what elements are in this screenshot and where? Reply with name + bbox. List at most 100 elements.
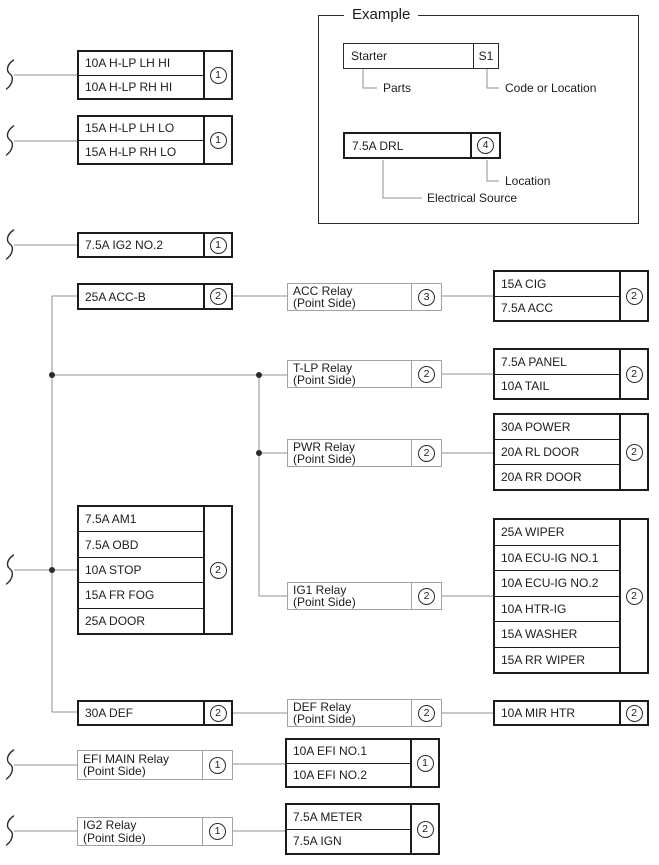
fuse-label: 30A POWER (501, 420, 571, 434)
location-column: 2 (411, 440, 441, 466)
location-column: 1 (203, 52, 231, 98)
fuse-label: 10A H-LP RH HI (85, 79, 173, 94)
fuse-row: 10A MIR HTR (495, 702, 621, 724)
location-badge: 2 (418, 365, 435, 383)
location-badge: 1 (209, 66, 227, 84)
power-source-icon (5, 59, 15, 90)
relay-label-line: T-LP Relay (293, 360, 353, 375)
fuse-label: 7.5A IGN (293, 834, 342, 849)
fuse-label: 10A EFI NO.1 (293, 744, 368, 759)
junction-dot (49, 567, 55, 573)
fuse-row: 10A HTR-IG (495, 597, 621, 622)
location-badge: 1 (209, 131, 227, 149)
power-source-icon (5, 229, 15, 260)
fuse-row: 15A CIG (495, 272, 621, 297)
fuse-rows: 25A ACC-B (79, 285, 205, 308)
relay-label-line: (Point Side) (293, 595, 356, 609)
fuse-rows: 30A DEF (79, 702, 205, 724)
fuse-box-meter-ign: 7.5A METER 7.5A IGN 2 (285, 803, 440, 855)
relay-box-efi-main-relay: EFI MAIN Relay(Point Side) 1 (77, 750, 233, 780)
fuse-rows: 7.5A METER 7.5A IGN (287, 805, 412, 853)
location-column: 2 (619, 350, 647, 398)
example-parts-label: Starter (351, 49, 388, 63)
example-legend (318, 15, 639, 224)
fuse-box-cig-acc: 15A CIG 7.5A ACC 2 (493, 270, 649, 322)
example-code-cell: S1 (473, 44, 498, 68)
fuse-label: 15A WASHER (501, 627, 578, 642)
fuse-rows: 7.5A IG2 NO.2 (79, 234, 205, 256)
location-column: 1 (410, 740, 438, 786)
fuse-label: 25A ACC-B (85, 289, 146, 304)
example-callout-line (486, 160, 499, 182)
fuse-row: 7.5A METER (287, 805, 412, 830)
power-source-icon (5, 554, 15, 585)
location-column: 2 (203, 507, 231, 633)
example-callout-line (486, 69, 499, 89)
location-column: 2 (411, 361, 441, 387)
fuse-label: 10A STOP (85, 563, 142, 578)
caption-electrical-source: Electrical Source (427, 191, 518, 205)
relay-label: IG1 Relay(Point Side) (288, 583, 412, 609)
example-source-label: 7.5A DRL (352, 138, 404, 153)
fuse-label: 7.5A ACC (501, 301, 554, 316)
fuse-label: 25A WIPER (501, 525, 565, 540)
fuse-row: 15A FR FOG (79, 583, 205, 609)
relay-box-pwr-relay: PWR Relay(Point Side)2 (287, 439, 442, 467)
relay-label: EFI MAIN Relay(Point Side) (78, 751, 203, 779)
relay-label-line: IG1 Relay (293, 582, 347, 597)
location-column: 1 (203, 234, 231, 256)
fuse-label: 30A DEF (85, 706, 134, 720)
fuse-row: 15A WASHER (495, 622, 621, 648)
fuse-label: 10A EFI NO.2 (293, 767, 368, 782)
location-badge: 2 (418, 444, 435, 462)
fuse-rows: 15A CIG 7.5A ACC (495, 272, 621, 320)
fuse-row: 25A DOOR (79, 609, 205, 633)
location-column: 2 (411, 583, 441, 609)
fuse-rows: 10A MIR HTR (495, 702, 621, 724)
location-column: 3 (411, 284, 441, 310)
location-badge: 2 (625, 287, 643, 305)
location-badge: 2 (625, 443, 643, 461)
power-source-icon (5, 125, 15, 156)
fuse-label: 7.5A OBD (85, 537, 139, 552)
fuse-row: 7.5A OBD (79, 532, 205, 558)
junction-dot (256, 450, 262, 456)
junction-dot (49, 372, 55, 378)
wire (51, 295, 77, 713)
location-column: 1 (202, 751, 232, 779)
location-badge: 2 (625, 704, 643, 722)
caption-location: Location (505, 174, 551, 188)
example-location-cell: 4 (470, 134, 499, 157)
caption-parts: Parts (383, 81, 412, 95)
relay-box-def-relay: DEF Relay(Point Side)2 (287, 699, 442, 727)
location-badge: 1 (209, 823, 226, 840)
location-badge: 2 (416, 820, 434, 838)
location-column: 2 (619, 272, 647, 320)
example-source-box: 7.5A DRL 4 (343, 132, 501, 159)
caption-code-or-location: Code or Location (505, 81, 597, 95)
location-badge: 1 (209, 756, 226, 774)
fuse-row: 20A RR DOOR (495, 465, 621, 489)
fuse-row: 10A ECU-IG NO.2 (495, 571, 621, 597)
relay-label-line: DEF Relay (293, 699, 352, 714)
example-callout-line (382, 160, 422, 199)
fuse-box-efi-fuses: 10A EFI NO.1 10A EFI NO.2 1 (285, 738, 440, 788)
location-badge: 2 (625, 365, 643, 383)
relay-label-line: IG2 Relay (83, 818, 137, 832)
fuse-row: 25A ACC-B (79, 285, 205, 308)
power-source-icon (5, 749, 15, 780)
relay-label: T-LP Relay(Point Side) (288, 361, 412, 387)
fuse-row: 10A STOP (79, 558, 205, 584)
relay-label-line: (Point Side) (293, 712, 356, 726)
fuse-row: 10A EFI NO.2 (287, 764, 412, 787)
